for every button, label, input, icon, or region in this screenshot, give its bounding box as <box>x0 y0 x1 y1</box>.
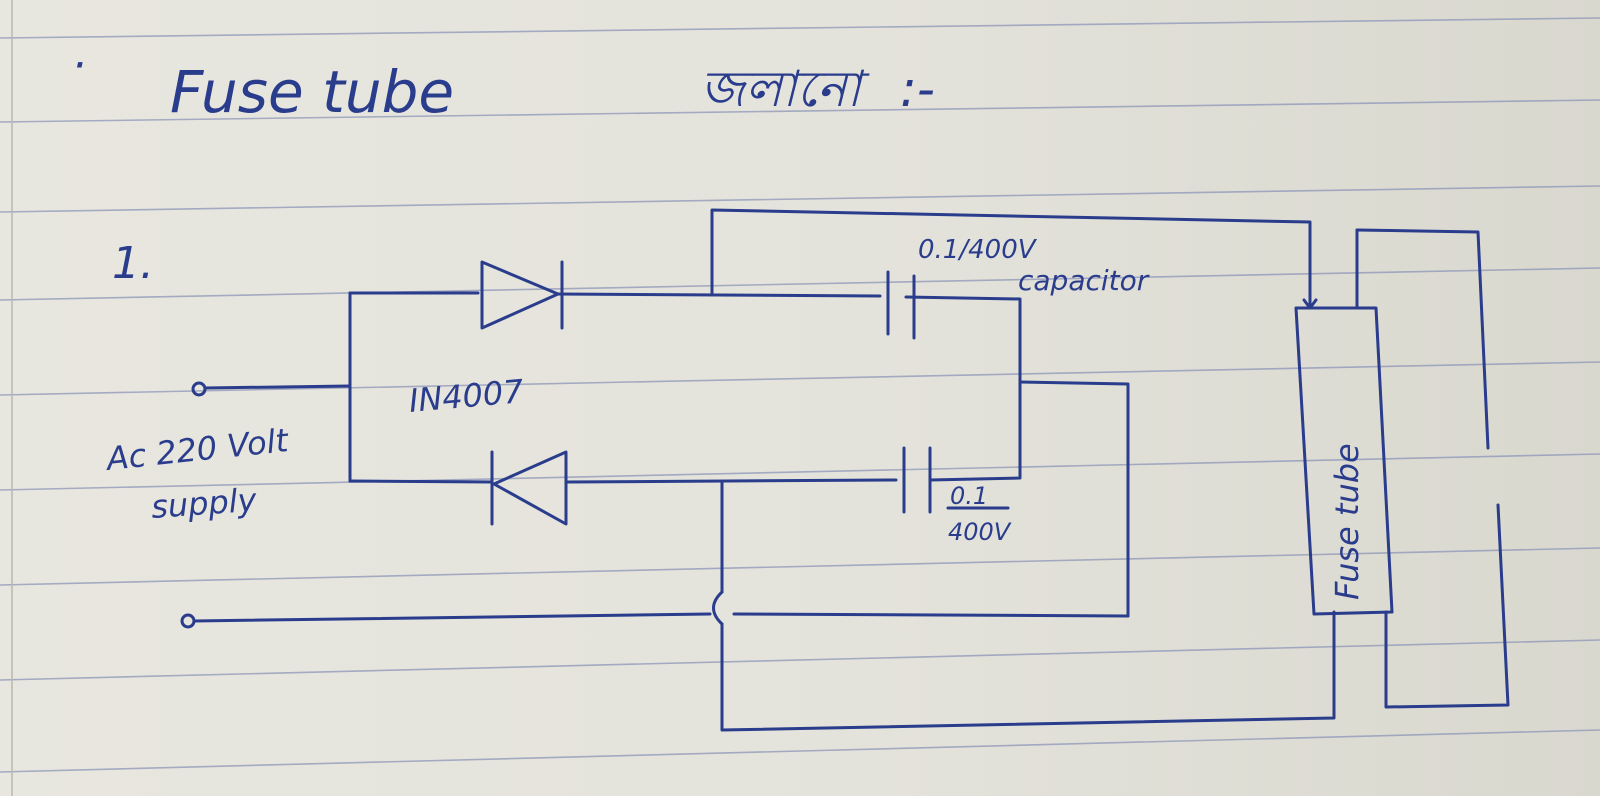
supply-label-line2: supply <box>150 481 259 526</box>
heading-script-word: জলানো <box>700 60 870 118</box>
circuit-number: 1. <box>112 238 154 289</box>
heading-title: Fuse tube <box>170 58 454 126</box>
circuit-wires <box>180 208 1510 732</box>
diode-bottom <box>490 450 568 526</box>
supply-terminal-top <box>191 381 207 397</box>
fuse-tube-body <box>1294 306 1394 616</box>
heading-suffix: :- <box>900 60 935 118</box>
diode-top <box>480 260 564 330</box>
fuse-tube: Fuse tube <box>1294 306 1394 616</box>
capacitor-bottom-numerator: 0.1 <box>950 482 988 510</box>
page-heading: · Fuse tube জলানো :- <box>72 40 935 126</box>
capacitor-top <box>886 270 916 340</box>
bullet-dot: · <box>72 40 86 91</box>
fuse-tube-label: Fuse tube <box>1328 443 1366 600</box>
supply-terminal-bottom <box>180 613 196 629</box>
capacitor-bottom <box>902 446 1010 514</box>
diode-label: IN4007 <box>407 372 525 420</box>
capacitor-bottom-denominator: 400V <box>948 518 1012 546</box>
capacitor-top-value: 0.1/400V <box>918 235 1038 265</box>
supply-label-line1: Ac 220 Volt <box>103 421 291 478</box>
capacitor-top-name: capacitor <box>1018 264 1150 297</box>
